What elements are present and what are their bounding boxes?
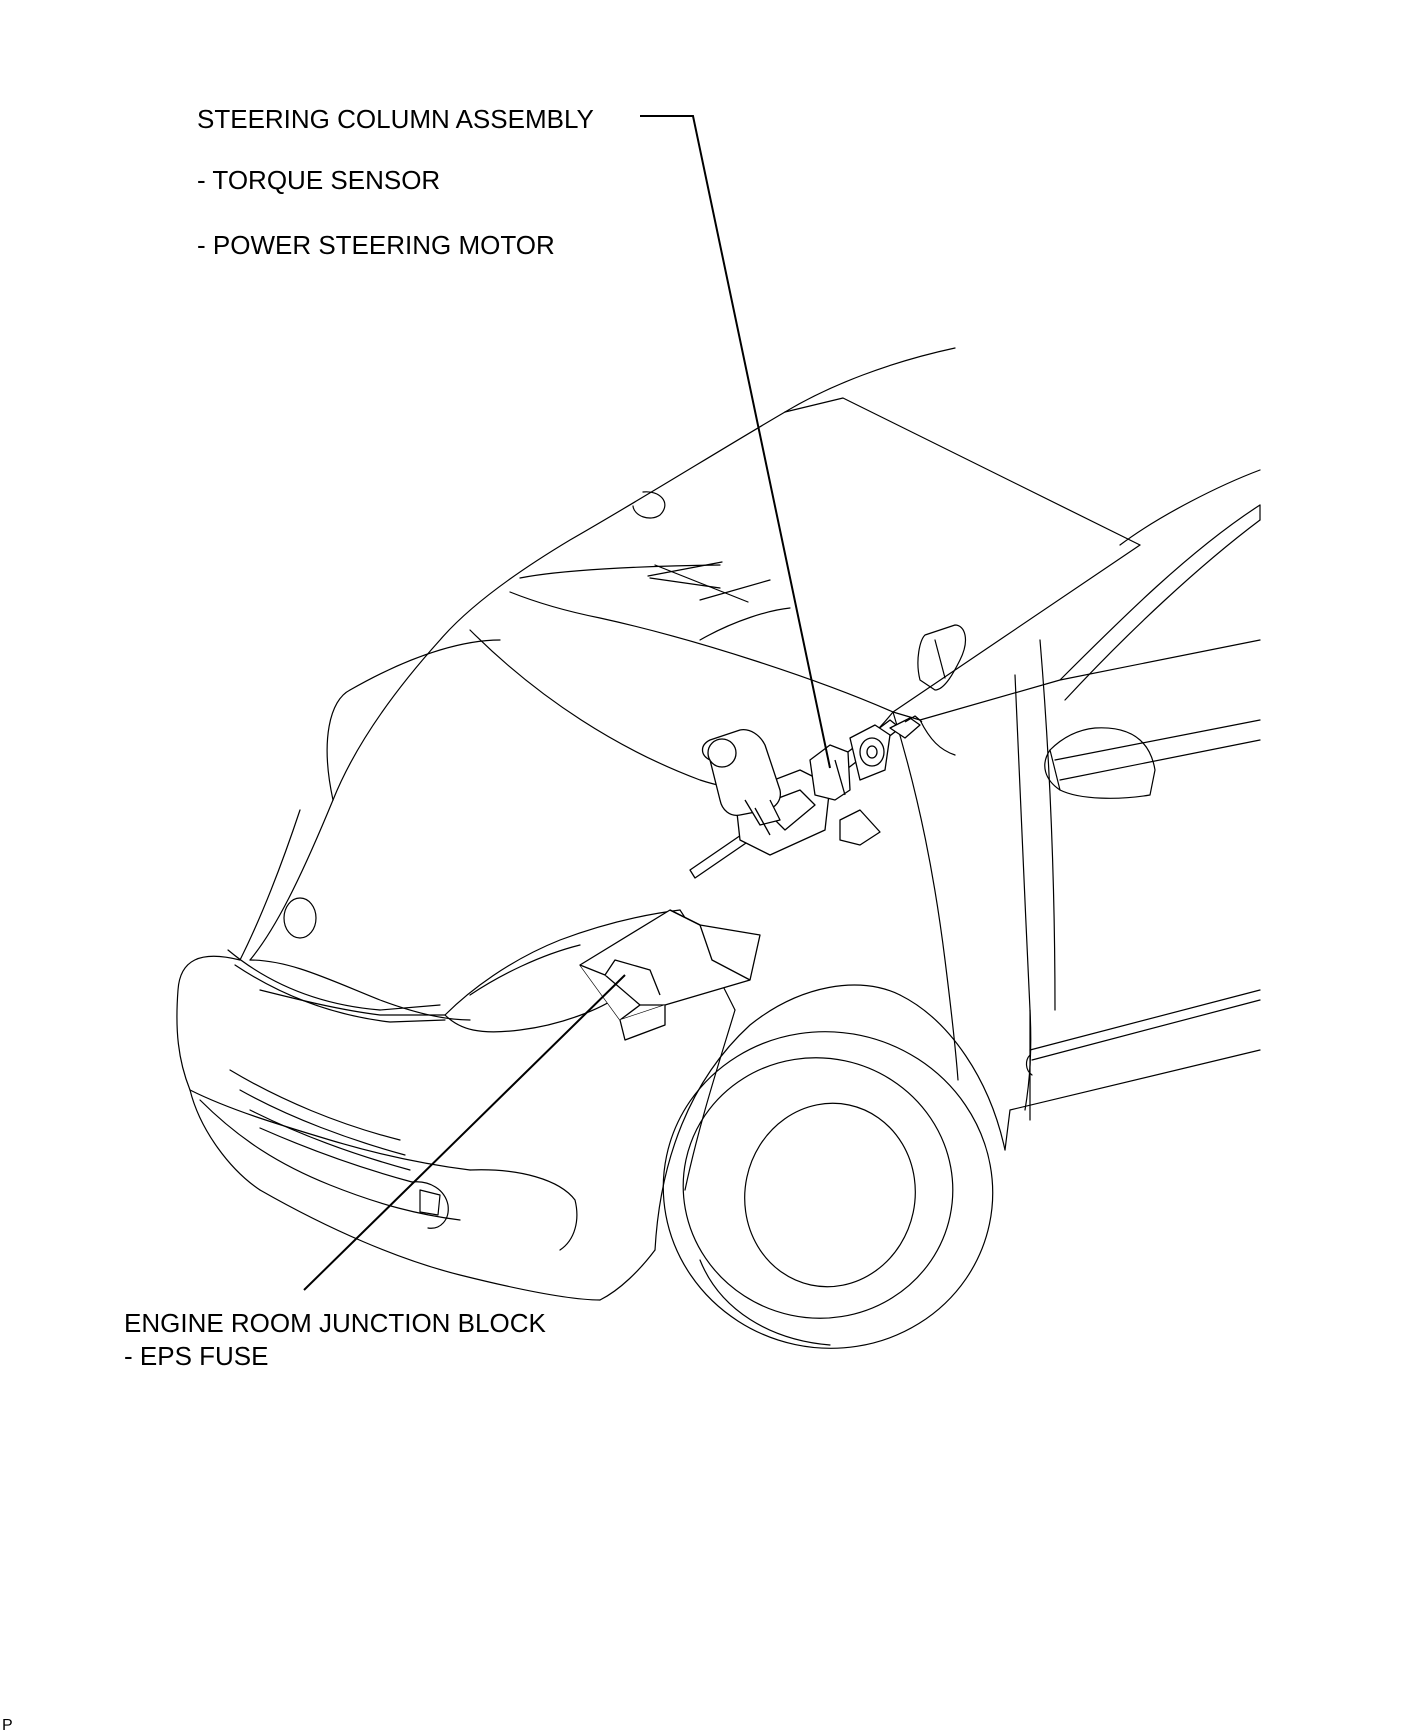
steering-column-leader-line — [640, 115, 831, 769]
engine-room-junction-block-label: ENGINE ROOM JUNCTION BLOCK — [124, 1308, 546, 1338]
engine-room-junction-block-icon — [579, 909, 761, 1041]
junction-block-leader-line — [303, 974, 626, 1291]
power-steering-motor-label: - POWER STEERING MOTOR — [197, 230, 555, 260]
torque-sensor-label: - TORQUE SENSOR — [197, 165, 441, 195]
car-front-quarter-outline-icon — [176, 347, 1261, 1349]
steering-column-assembly-icon — [689, 715, 923, 879]
steering-column-assembly-label: STEERING COLUMN ASSEMBLY — [197, 104, 594, 134]
eps-fuse-label: - EPS FUSE — [124, 1341, 269, 1371]
figure-code: P — [2, 1717, 13, 1734]
